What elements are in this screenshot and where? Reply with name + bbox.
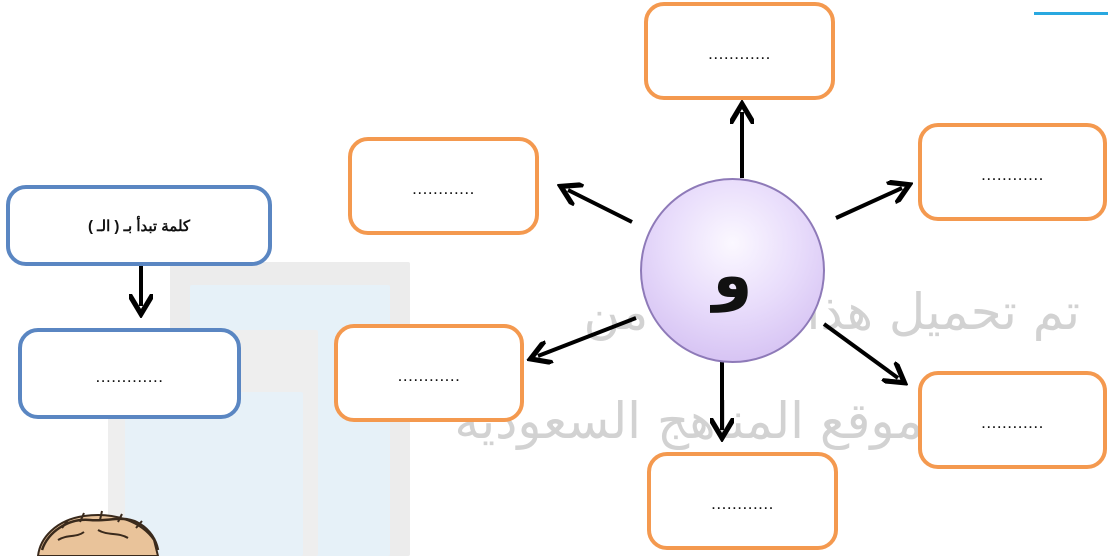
answer-box-top-text: ............ — [708, 44, 771, 63]
answer-box-upper-left-text: ............ — [412, 179, 475, 198]
start-with-al-box: كلمة تبدأ بـ ( الـ ) — [6, 185, 272, 266]
center-letter: و — [712, 238, 753, 313]
corner-underline — [1034, 0, 1108, 15]
answer-box-top[interactable]: ............ — [644, 2, 835, 100]
arrow-lower-right — [822, 322, 898, 378]
al-answer-text: ............. — [95, 366, 164, 386]
answer-box-lower-right[interactable]: ............ — [918, 371, 1107, 469]
arrow-upper-left — [568, 190, 633, 224]
center-letter-circle: و — [640, 178, 825, 363]
answer-box-lower-left[interactable]: ............ — [334, 324, 524, 422]
answer-box-bottom-text: ............ — [711, 494, 774, 513]
watermark-logo-back-inner — [125, 392, 303, 556]
answer-box-upper-right[interactable]: ............ — [918, 123, 1107, 221]
al-answer-box[interactable]: ............. — [18, 328, 241, 419]
cartoon-boy-illustration — [36, 510, 160, 556]
start-with-al-label: كلمة تبدأ بـ ( الـ ) — [87, 217, 191, 235]
answer-box-lower-left-text: ............ — [397, 366, 461, 385]
arrow-lower-left — [538, 316, 637, 356]
answer-box-upper-right-text: ............ — [981, 165, 1044, 184]
answer-box-upper-left[interactable]: ............ — [348, 137, 539, 235]
watermark-text-line2: موقع المناهج السعودية — [454, 392, 923, 450]
answer-box-bottom[interactable]: ............ — [647, 452, 838, 550]
answer-box-lower-right-text: ............ — [981, 413, 1044, 432]
arrow-upper-right — [835, 188, 902, 220]
